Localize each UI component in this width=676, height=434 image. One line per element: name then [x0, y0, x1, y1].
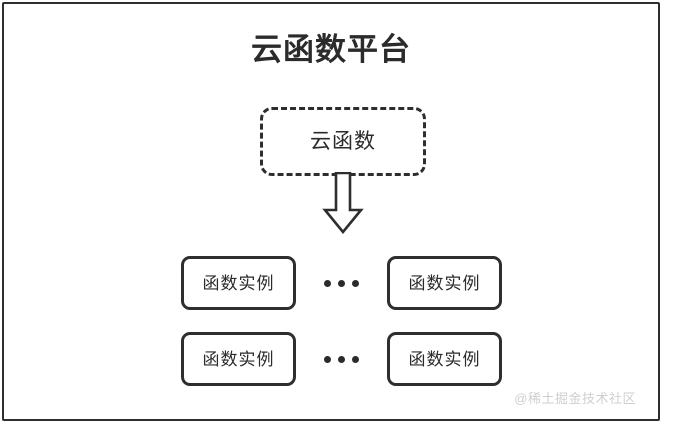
cloud-function-node: 云函数	[260, 107, 426, 176]
cloud-function-label: 云函数	[310, 130, 376, 153]
platform-title: 云函数平台	[251, 32, 411, 67]
function-instance-box: 函数实例	[181, 256, 296, 310]
function-instance-label: 函数实例	[408, 349, 481, 369]
instance-row-1: 函数实例 函数实例	[181, 256, 502, 310]
ellipsis-indicator	[321, 279, 363, 287]
ellipsis-dot	[352, 279, 359, 287]
function-instance-box: 函数实例	[387, 332, 502, 386]
function-instance-label: 函数实例	[408, 273, 481, 293]
function-instance-label: 函数实例	[202, 273, 275, 293]
instance-row-2: 函数实例 函数实例	[181, 332, 502, 386]
down-arrow-icon	[322, 171, 364, 235]
function-instance-box: 函数实例	[387, 256, 502, 310]
watermark: @稀土掘金技术社区	[514, 391, 636, 406]
ellipsis-dot	[324, 279, 331, 287]
ellipsis-dot	[352, 355, 359, 363]
ellipsis-indicator	[321, 355, 363, 363]
cloud-function-platform-container: 云函数平台 云函数 函数实例 函数实例 函数实例	[2, 2, 660, 421]
ellipsis-dot	[338, 355, 345, 363]
function-instance-label: 函数实例	[202, 349, 275, 369]
ellipsis-dot	[324, 355, 331, 363]
function-instance-box: 函数实例	[181, 332, 296, 386]
ellipsis-dot	[338, 279, 345, 287]
